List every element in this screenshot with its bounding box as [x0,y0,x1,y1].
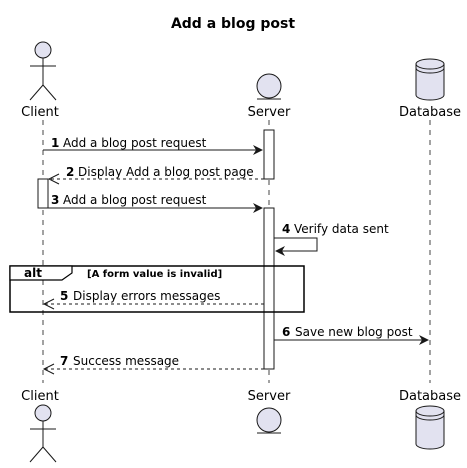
entity-icon [256,73,282,100]
message-1: 1 Add a blog post request [43,136,263,155]
actor-icon [29,404,57,463]
message-2: 2 Display Add a blog post page [47,165,264,185]
fragment-guard: [A form value is invalid] [87,269,222,280]
client-actor-top: Client [21,41,59,120]
server-label: Server [248,105,291,120]
server-activation-1 [263,129,275,180]
message-number: 5 [60,289,68,303]
message-label: Add a blog post request [63,136,207,150]
database-label: Database [399,105,461,120]
fragment-tag: alt [24,266,42,280]
database-label: Database [399,389,461,404]
client-label: Client [21,389,59,404]
fragment-frame [9,265,305,313]
diagram-title: Add a blog post [171,16,295,32]
server-entity-bottom: Server [248,389,291,434]
entity-icon [256,407,282,434]
alt-fragment: alt [A form value is invalid] [9,265,305,313]
database-icon [415,58,445,101]
message-label: Verify data sent [294,222,389,236]
server-entity-top: Server [248,73,291,120]
database-top: Database [399,58,461,120]
message-number: 2 [66,165,74,179]
message-label: Save new blog post [295,325,413,339]
message-3: 3 Add a blog post request [48,193,263,213]
actor-icon [29,41,57,101]
client-activation [37,178,49,209]
client-actor-bottom: Client [21,389,59,463]
message-number: 7 [60,354,68,368]
server-activation-2 [263,207,275,370]
message-5: 5 Display errors messages [42,289,264,310]
message-label: Success message [73,354,179,368]
server-label: Server [248,389,291,404]
message-label: Display errors messages [73,289,220,303]
message-7: 7 Success message [42,354,264,375]
message-6: 6 Save new blog post [274,325,429,345]
message-number: 4 [282,222,290,236]
message-label: Add a blog post request [63,193,207,207]
message-number: 1 [51,136,59,150]
fragment-tab [9,265,73,281]
message-4: 4 Verify data sent [274,222,389,256]
database-bottom: Database [399,389,461,450]
database-icon [415,405,445,450]
message-label: Display Add a blog post page [78,165,254,179]
client-label: Client [21,105,59,120]
message-number: 3 [51,193,59,207]
message-number: 6 [282,325,290,339]
